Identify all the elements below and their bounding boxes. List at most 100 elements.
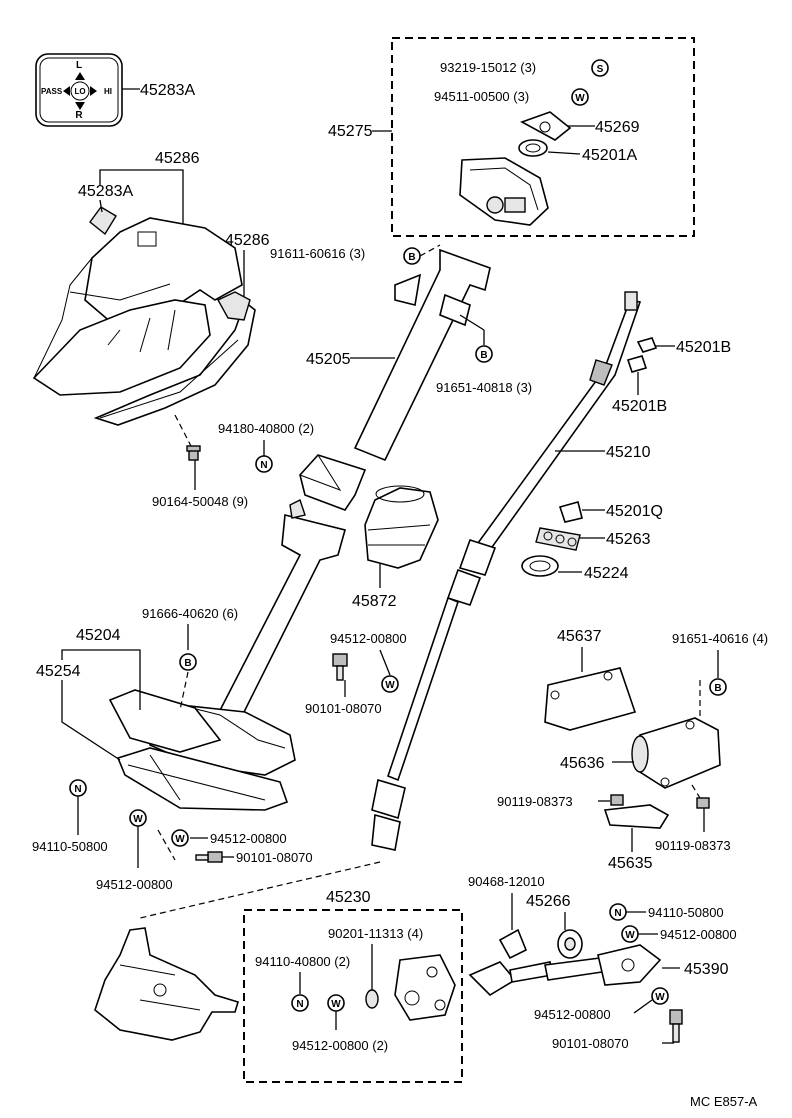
label-45275: 45275 bbox=[328, 123, 373, 140]
label-45872: 45872 bbox=[352, 593, 397, 610]
symbol-b-4: B bbox=[714, 683, 721, 694]
main-shaft-45210 bbox=[446, 291, 642, 606]
figure-code: MC E857-A bbox=[690, 1094, 758, 1109]
boot-45872 bbox=[364, 485, 439, 569]
symbol-n-3: N bbox=[296, 999, 303, 1010]
bolt-90101-b bbox=[195, 851, 223, 863]
washer-small bbox=[365, 989, 379, 1009]
label-94512-00800-a: 94512-00800 bbox=[330, 631, 407, 646]
label-clip bbox=[89, 206, 117, 236]
symbol-b-2: B bbox=[480, 350, 487, 361]
bolt-90119-a bbox=[610, 794, 624, 806]
lower-shaft bbox=[371, 596, 459, 851]
assembly-45230-box bbox=[243, 909, 463, 1083]
label-45636: 45636 bbox=[560, 755, 605, 772]
label-94512-00800-d: 94512-00800 (2) bbox=[292, 1038, 388, 1053]
clip-45201B-1 bbox=[636, 337, 658, 353]
label-45283A: 45283A bbox=[78, 183, 133, 200]
symbol-b-1: B bbox=[408, 252, 415, 263]
label-90101-08070-c: 90101-08070 bbox=[552, 1036, 629, 1051]
label-94512-00800-f: 94512-00800 bbox=[534, 1007, 611, 1022]
label-45204: 45204 bbox=[76, 627, 121, 644]
intermediate-shaft-45390 bbox=[468, 944, 662, 997]
bolt-90101-c bbox=[669, 1009, 683, 1043]
label-45390: 45390 bbox=[684, 961, 729, 978]
label-45269: 45269 bbox=[595, 119, 640, 136]
label-45263: 45263 bbox=[606, 531, 651, 548]
label-45637: 45637 bbox=[557, 628, 602, 645]
label-90101-08070-a: 90101-08070 bbox=[305, 701, 382, 716]
label-90164-50048: 90164-50048 (9) bbox=[152, 494, 248, 509]
label-90201-11313: 90201-11313 (4) bbox=[328, 926, 423, 941]
switch-label-lo: LO bbox=[74, 87, 85, 96]
label-45201B-1: 45201B bbox=[676, 339, 731, 356]
clamp-90468 bbox=[498, 928, 528, 960]
bolt-90119-b bbox=[696, 797, 710, 809]
label-45201Q: 45201Q bbox=[606, 503, 663, 520]
label-94512-00800-c: 94512-00800 bbox=[96, 877, 173, 892]
label-45286-top: 45286 bbox=[155, 150, 200, 167]
label-45266: 45266 bbox=[526, 893, 571, 910]
label-45635: 45635 bbox=[608, 855, 653, 872]
screw-90164 bbox=[186, 445, 201, 461]
label-91666-40620: 91666-40620 (6) bbox=[142, 606, 238, 621]
symbol-b-3: B bbox=[184, 658, 191, 669]
coupling-45230 bbox=[394, 954, 456, 1021]
label-45286: 45286 bbox=[225, 232, 270, 249]
label-90119-08373-a: 90119-08373 bbox=[497, 794, 573, 809]
label-45205: 45205 bbox=[306, 351, 351, 368]
switch-label-pass: PASS bbox=[41, 87, 63, 96]
symbol-w-6: W bbox=[625, 930, 635, 941]
symbol-w-5: W bbox=[331, 999, 341, 1010]
label-45283A-top: 45283A bbox=[140, 82, 195, 99]
label-45201A: 45201A bbox=[582, 147, 637, 164]
symbol-n-4: N bbox=[614, 908, 621, 919]
label-45201B-2: 45201B bbox=[612, 398, 667, 415]
bracket-45635 bbox=[603, 804, 670, 829]
label-91651-40616: 91651-40616 (4) bbox=[672, 631, 768, 646]
label-94511-00500: 94511-00500 (3) bbox=[434, 89, 529, 104]
bolt-90101-a bbox=[332, 653, 348, 681]
label-94512-00800-e: 94512-00800 bbox=[660, 927, 737, 942]
symbol-n-2: N bbox=[74, 784, 81, 795]
symbol-n-1: N bbox=[260, 460, 267, 471]
symbol-w-3: W bbox=[133, 814, 143, 825]
clip-45201Q bbox=[558, 501, 583, 523]
clip-45201B-2 bbox=[626, 355, 648, 373]
label-45210: 45210 bbox=[606, 444, 651, 461]
lock-housing-45201A bbox=[459, 157, 549, 226]
cover-45637 bbox=[544, 667, 637, 731]
switch-label-r: R bbox=[75, 110, 83, 121]
column-tube-45205 bbox=[299, 248, 491, 511]
motor-45636 bbox=[631, 717, 721, 789]
bearing-45224 bbox=[521, 555, 559, 577]
turn-signal-label-plate: L PASS LO HI R bbox=[35, 53, 123, 127]
label-90468-12010: 90468-12010 bbox=[468, 874, 545, 889]
symbol-w-2: W bbox=[385, 680, 395, 691]
ring-45201A bbox=[518, 139, 548, 157]
symbol-w-7: W bbox=[655, 992, 665, 1003]
label-94180-40800: 94180-40800 (2) bbox=[218, 421, 314, 436]
grommet-45266 bbox=[557, 929, 583, 959]
label-93219-15012: 93219-15012 (3) bbox=[440, 60, 536, 75]
label-45224: 45224 bbox=[584, 565, 629, 582]
symbol-w-4: W bbox=[175, 834, 185, 845]
label-91651-40818: 91651-40818 (3) bbox=[436, 380, 532, 395]
label-45254: 45254 bbox=[36, 663, 81, 680]
lower-column-cover bbox=[93, 291, 256, 426]
switch-label-l: L bbox=[76, 60, 82, 71]
steering-gear-box bbox=[94, 927, 239, 1041]
assembly-45275-box bbox=[391, 37, 695, 237]
switch-label-hi: HI bbox=[104, 87, 112, 96]
symbol-w-1: W bbox=[575, 93, 585, 104]
label-94110-40800: 94110-40800 (2) bbox=[255, 954, 350, 969]
upper-column-cover bbox=[32, 217, 243, 396]
label-90101-08070-b: 90101-08070 bbox=[236, 850, 313, 865]
label-91611-60616: 91611-60616 (3) bbox=[270, 246, 365, 261]
label-94110-50800-b: 94110-50800 bbox=[648, 905, 724, 920]
label-90119-08373-b: 90119-08373 bbox=[655, 838, 731, 853]
bracket-45269 bbox=[520, 111, 572, 141]
label-94110-50800-a: 94110-50800 bbox=[32, 839, 108, 854]
floor-bracket-45254 bbox=[108, 689, 289, 811]
